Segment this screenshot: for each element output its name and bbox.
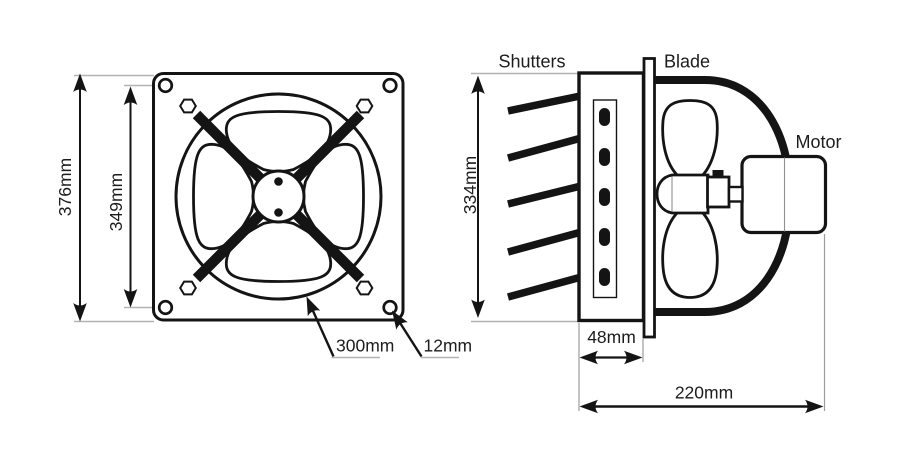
dimension-label-300: 300mm xyxy=(336,336,394,356)
mounting-hole xyxy=(382,299,398,316)
arrowhead xyxy=(123,86,138,105)
motor-shaft xyxy=(727,185,744,203)
louver-slots xyxy=(599,108,610,286)
hub-rivet xyxy=(274,177,283,186)
arrowhead xyxy=(805,399,824,414)
fan-blade-petal xyxy=(224,220,333,283)
louver-slot xyxy=(599,188,610,206)
leader-guard-diameter: 300mm xyxy=(306,296,394,359)
dimension-label-334: 334mm xyxy=(460,156,480,214)
mounting-hole xyxy=(157,299,174,316)
fan-blade-petal xyxy=(192,142,255,251)
arrowhead xyxy=(579,399,598,414)
dimension-label-12: 12mm xyxy=(424,336,473,356)
fan-blade-petal xyxy=(302,142,365,251)
hex-bolts xyxy=(179,98,374,296)
fan-front-view: 376mm 349mm xyxy=(55,72,473,359)
fan-blades-front xyxy=(192,110,365,283)
label-shutters: Shutters xyxy=(498,52,565,72)
louver-slot xyxy=(599,268,610,286)
arrowhead xyxy=(123,289,138,308)
fan-hub xyxy=(251,169,306,224)
blade-hub xyxy=(655,173,710,215)
dimension-label-48: 48mm xyxy=(587,327,636,347)
arrowhead xyxy=(392,310,408,330)
arrowhead xyxy=(73,73,87,92)
shutter-slat xyxy=(507,227,586,256)
louver-slot xyxy=(599,228,610,246)
leader-hole-diameter: 12mm xyxy=(392,310,473,359)
label-blade: Blade xyxy=(664,52,710,72)
dimension-label-376: 376mm xyxy=(55,158,75,216)
mounting-hole xyxy=(157,77,174,94)
dimension-label-349: 349mm xyxy=(106,173,126,231)
motor xyxy=(740,154,828,235)
arrowhead xyxy=(579,350,598,365)
arrowhead xyxy=(471,299,485,318)
dimension-overall-depth: 220mm xyxy=(579,383,824,414)
fan-side-view: 334mm xyxy=(460,52,842,414)
set-screw xyxy=(712,170,724,178)
dimension-frame-depth: 48mm xyxy=(579,327,643,365)
shutter-slat xyxy=(507,181,586,208)
hex-bolt xyxy=(179,280,197,296)
motor-body xyxy=(740,154,828,235)
louver-slot xyxy=(599,148,610,166)
hex-bolt xyxy=(355,280,374,296)
blade-side xyxy=(655,99,744,299)
shutters xyxy=(507,91,586,301)
label-motor: Motor xyxy=(795,132,841,152)
mounting-flange xyxy=(642,57,656,339)
arrowhead xyxy=(306,296,321,317)
dimension-overall-height-front: 376mm xyxy=(55,73,87,322)
blade-lobe xyxy=(661,210,719,299)
shaft-housing xyxy=(706,175,731,209)
mounting-hole xyxy=(382,77,398,94)
hub-rivet xyxy=(274,208,283,217)
arrowhead xyxy=(471,75,485,94)
blade-lobe xyxy=(661,99,719,178)
dimension-overall-height-side: 334mm xyxy=(460,75,485,318)
dimension-label-220: 220mm xyxy=(675,383,733,403)
shutter-slat xyxy=(507,91,586,115)
hex-bolt xyxy=(179,98,197,114)
arrowhead xyxy=(624,350,643,365)
dimension-hole-spacing-front: 349mm xyxy=(106,86,138,308)
louver-slot xyxy=(599,108,610,126)
fan-blade-petal xyxy=(224,110,333,173)
arrowhead xyxy=(73,303,87,322)
shutter-slat xyxy=(507,133,586,162)
hex-bolt xyxy=(355,98,374,114)
shutter-slat xyxy=(507,272,586,301)
